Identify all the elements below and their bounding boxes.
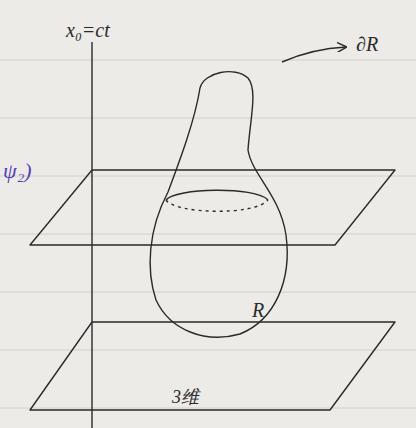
plane-label: 3维 (172, 388, 199, 406)
slice-front (166, 190, 268, 200)
lower-plane (30, 322, 395, 410)
time-axis (91, 42, 92, 428)
paper-lines (0, 60, 416, 408)
upper-plane (30, 170, 395, 245)
boundary-label: ∂R (356, 34, 378, 54)
axis-label: x₀=ct (66, 20, 110, 40)
slice-hidden (166, 200, 268, 211)
region-blob (150, 72, 287, 338)
field-label: ψ₂) (3, 160, 32, 182)
region-label: R (252, 300, 264, 320)
leader-arrow (282, 47, 346, 62)
